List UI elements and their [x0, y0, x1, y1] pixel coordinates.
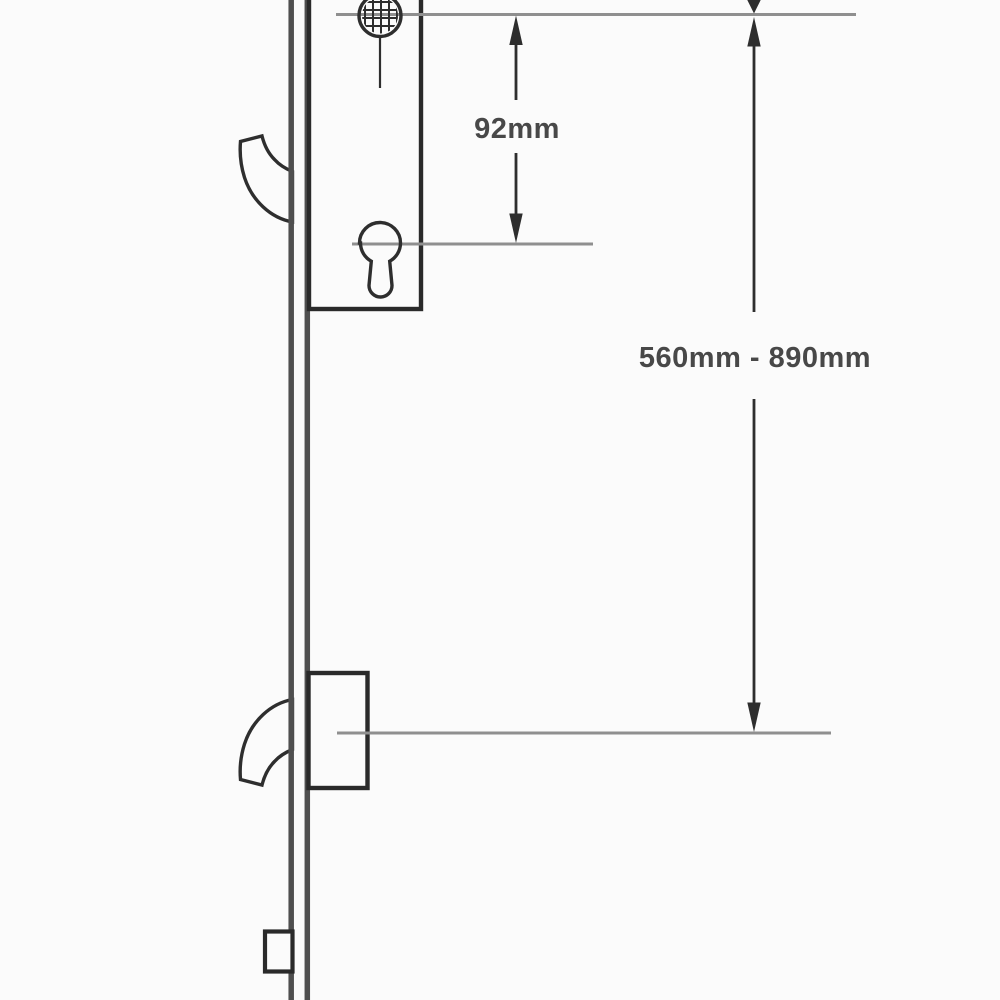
hook-bolts: [238, 133, 295, 788]
dimension-range-arrowheads: [747, 0, 761, 732]
gearbox-case: [306, 0, 424, 312]
euro-cylinder-keyhole-icon: [357, 220, 403, 299]
arrow-down-icon: [509, 213, 523, 243]
hook-bolt-bottom-icon: [238, 697, 295, 788]
dimension-92mm: 92mm: [474, 15, 560, 243]
hook-bolt-top-icon: [238, 133, 295, 225]
dimension-range: 560mm - 890mm: [639, 0, 871, 732]
latch-case: [306, 670, 370, 791]
arrow-down-icon: [747, 702, 761, 732]
roller-cam: [262, 929, 295, 974]
dimension-92mm-label: 92mm: [474, 113, 560, 145]
arrow-down-clipped-icon: [747, 0, 761, 14]
arrow-up-icon: [509, 15, 523, 45]
arrow-up-icon: [747, 17, 761, 47]
reference-lines: [336, 13, 856, 735]
dimension-92mm-arrowheads: [509, 15, 523, 243]
dimension-range-label: 560mm - 890mm: [639, 342, 871, 374]
spindle-hole-icon: [357, 0, 403, 39]
